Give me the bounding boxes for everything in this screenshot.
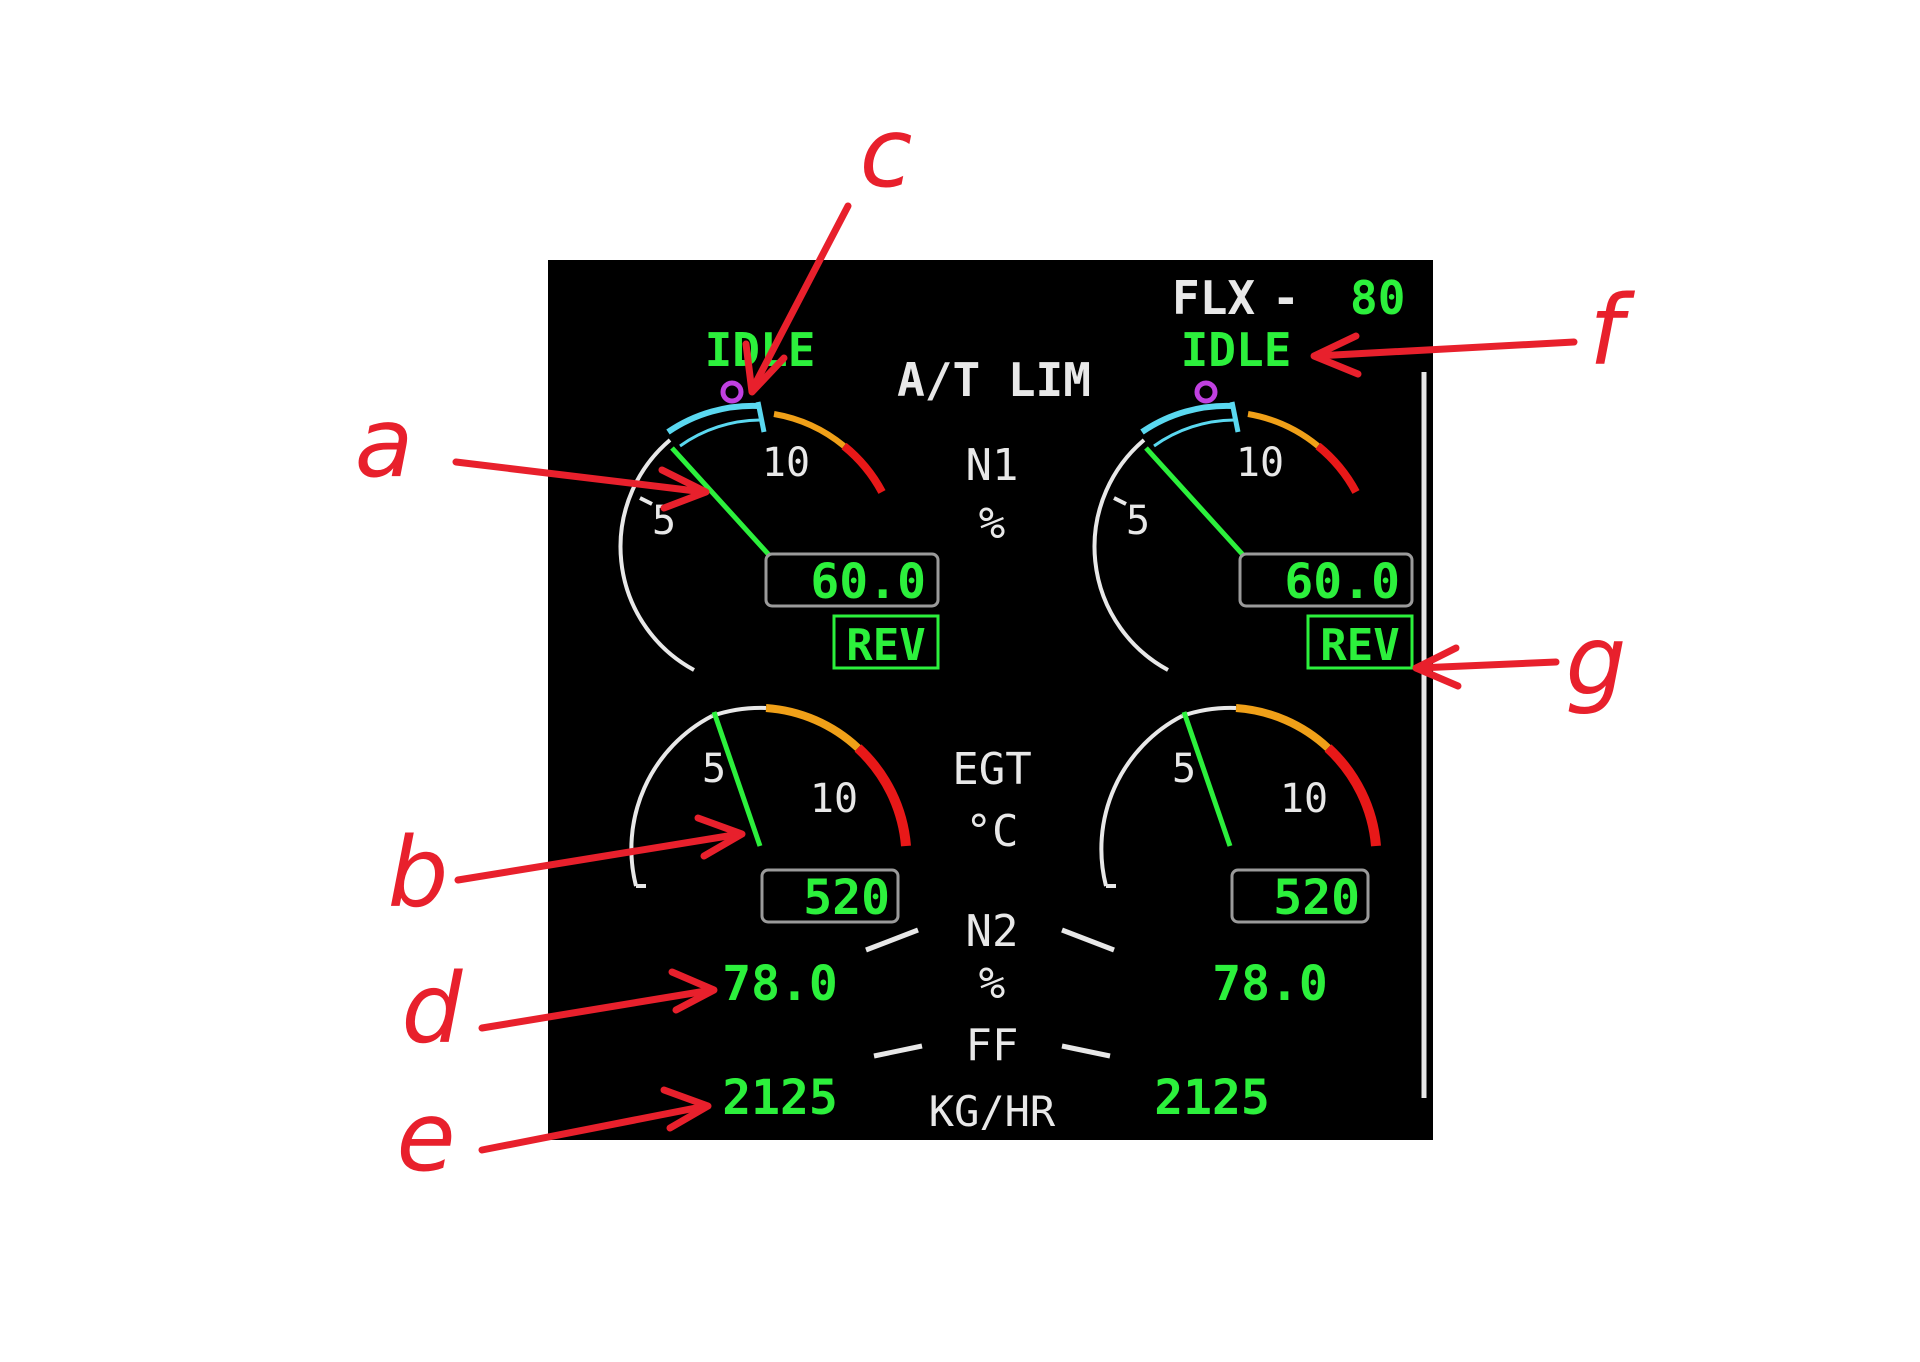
annotation-e-letter: e: [396, 1081, 455, 1193]
engine-2-tla-marker-icon: [1194, 380, 1218, 404]
engine-1: IDLE 5 10 60.0 REV 5 10: [618, 323, 940, 1126]
engine-1-n1-tick-5-mark: [639, 496, 653, 506]
ff-label: FF: [966, 1020, 1019, 1071]
annotation-e-arrow: [478, 1102, 710, 1154]
engine-2-thrust-mode: IDLE: [1181, 323, 1292, 377]
n2-separator-left: [865, 927, 919, 953]
annotation-f-arrowhead: [1310, 332, 1362, 378]
engine-2-n1-needle: [1144, 446, 1246, 558]
annotation-a-letter: a: [355, 387, 414, 499]
engine-1-n1-amber-arc: [773, 411, 846, 449]
engine-1-egt-red-arc: [854, 744, 911, 847]
ff-separator-left: [873, 1043, 923, 1059]
engine-1-n1-gauge: 5 10 60.0 REV: [618, 401, 940, 672]
engine-1-n1-value: 60.0: [810, 554, 926, 610]
annotation-c-arrow: [748, 202, 852, 394]
annotation-e-arrowhead: [660, 1086, 712, 1132]
engine-2-egt-gauge: 5 10 520: [1099, 704, 1381, 926]
ff-unit: KG/HR: [929, 1087, 1056, 1136]
ff-separator-right: [1061, 1043, 1111, 1059]
engine-1-n1-reverser-arc-icon: [666, 402, 761, 435]
engine-1-egt-amber-arc: [765, 704, 861, 751]
engine-1-n2-value: 78.0: [722, 956, 838, 1012]
engine-1-n1-scale-arc: [618, 438, 695, 672]
engine-1-n1-red-arc: [841, 442, 886, 494]
engine-2-n1-cyan-tick: [1229, 401, 1241, 433]
engine-2-n1-scale-arc: [1092, 438, 1169, 672]
annotation-c-arrowhead: [742, 340, 788, 396]
engine-1-n1-tick-10: 10: [762, 440, 810, 486]
n2-unit: %: [979, 958, 1006, 1009]
n2-separator-right: [1061, 927, 1115, 953]
engine-2-n1-red-arc: [1315, 442, 1360, 494]
engine-2-ff-value: 2125: [1154, 1070, 1270, 1126]
annotation-a-arrowhead: [658, 466, 710, 512]
engine-2-rev-box: [1306, 614, 1414, 670]
engine-2-egt-red-arc: [1324, 744, 1381, 847]
engine-2-n1-tick-10: 10: [1236, 440, 1284, 486]
engine-2-egt-needle: [1181, 711, 1233, 847]
engine-2-egt-amber-arc: [1235, 704, 1331, 751]
annotation-d-arrowhead: [668, 968, 718, 1014]
engine-2-n1-amber-arc: [1247, 411, 1320, 449]
engine-2-egt-value-box: [1230, 868, 1370, 924]
annotation-b-letter: b: [388, 817, 449, 929]
annotation-b-arrowhead: [694, 814, 746, 860]
engine-2-n1-value-box: [1238, 552, 1414, 608]
annotation-f-letter: f: [1589, 275, 1635, 387]
n1-unit: %: [979, 498, 1006, 549]
annotation-d-arrow: [478, 986, 716, 1032]
egt-label: EGT: [952, 744, 1031, 795]
annotation-a-arrow: [452, 458, 708, 496]
engine-2-egt-value: 520: [1273, 870, 1360, 926]
engine-1-rev-box: [832, 614, 940, 670]
engine-1-rev-label: REV: [846, 620, 925, 671]
annotation-b-arrow: [454, 830, 744, 884]
engine-1-n1-value-box: [764, 552, 940, 608]
at-lim-label: A/T LIM: [897, 353, 1091, 407]
annotation-f-arrow: [1312, 338, 1578, 360]
engine-1-egt-value: 520: [803, 870, 890, 926]
engine-2-n1-tick-5: 5: [1126, 498, 1150, 544]
n1-label: N1: [966, 440, 1019, 491]
flx-dash: -: [1272, 271, 1300, 325]
annotation-g-letter: g: [1566, 605, 1627, 717]
engine-2-n2-value: 78.0: [1212, 956, 1328, 1012]
flx-temp: 80: [1350, 271, 1405, 325]
engine-2-n1-value: 60.0: [1284, 554, 1400, 610]
engine-2-n1-reverser-arc-icon: [1140, 402, 1235, 435]
engine-1-n1-cyan-tick: [755, 401, 767, 433]
engine-1-egt-gauge: 5 10 520: [629, 704, 911, 926]
engine-2-egt-scale-arc: [1099, 714, 1183, 887]
annotation-g-arrowhead: [1412, 644, 1462, 690]
engine-1-tla-marker-icon: [720, 380, 744, 404]
engine-2-n1-gauge: 5 10 60.0 REV: [1092, 401, 1414, 672]
flx-label: FLX: [1172, 271, 1255, 325]
engine-1-egt-scale-arc: [629, 714, 713, 887]
n2-label: N2: [966, 906, 1019, 957]
engine-1-ff-value: 2125: [722, 1070, 838, 1126]
engine-2-n1-reverser-arc-inner-icon: [1153, 418, 1235, 448]
annotation-g-arrow: [1414, 658, 1560, 672]
engine-1-n1-reverser-arc-inner-icon: [679, 418, 761, 448]
engine-1-n1-needle: [670, 446, 772, 558]
annotations: [452, 202, 1578, 1154]
annotation-d-letter: d: [402, 953, 464, 1065]
engine-1-egt-tick-5: 5: [702, 746, 726, 792]
egt-unit: °C: [966, 806, 1019, 857]
engine-2: IDLE 5 10 60.0 REV 5 10: [1092, 323, 1414, 1126]
engine-1-egt-needle: [711, 711, 763, 847]
engine-2-rev-label: REV: [1320, 620, 1399, 671]
annotation-c-letter: c: [860, 97, 913, 209]
engine-2-n1-tick-5-mark: [1113, 496, 1127, 506]
engine-2-egt-tick-5: 5: [1172, 746, 1196, 792]
engine-1-egt-tick-10: 10: [810, 776, 858, 822]
engine-2-egt-tick-10: 10: [1280, 776, 1328, 822]
engine-1-egt-value-box: [760, 868, 900, 924]
